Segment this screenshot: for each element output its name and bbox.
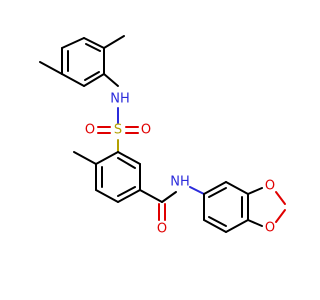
chemical-structure-diagram: NH O S O NH O O O — [39, 35, 286, 237]
bond-main-ring-1 — [117, 151, 141, 165]
bond-dioxole-o-ch2-bottom — [275, 209, 286, 223]
amide-nh-label: NH — [170, 175, 190, 190]
bond-dioxole-o-ch2-top — [275, 191, 286, 205]
bond-methyl-main-ring — [73, 151, 97, 165]
sulfur-label: S — [114, 123, 122, 138]
bond-top-ring-5 — [61, 73, 85, 87]
bond-dioxole-ring-4 — [225, 219, 249, 233]
bond-methyl-ortho — [103, 35, 125, 49]
bond-carbonyl-to-amide-nh — [161, 191, 177, 203]
dioxole-o-bottom-label: O — [265, 221, 275, 236]
bond-main-ring-4 — [95, 189, 119, 203]
bond-dioxole-ring-2 — [225, 181, 249, 195]
bond-main-ring-3 — [117, 189, 141, 203]
bond-main-ring-1-inner — [117, 157, 136, 169]
amide-o-label: O — [157, 222, 167, 237]
bond-methyl-para — [39, 61, 63, 75]
sulfonyl-o-right-label: O — [141, 123, 151, 138]
bond-amide-nh-to-ring — [189, 186, 205, 195]
sulfonamide-nh-label: NH — [110, 92, 130, 107]
bond-top-ring-4-inner — [84, 71, 100, 81]
bond-top-ring-2-inner — [85, 43, 101, 52]
bond-dioxole-ring-1 — [203, 181, 227, 195]
bond-top-ring-4 — [83, 73, 105, 87]
bond-main-ring-3-inner — [117, 186, 136, 197]
bond-layer — [39, 35, 286, 233]
bond-dioxole-c-o-top — [247, 187, 263, 195]
bond-ring-to-sulfonamide-nh — [103, 73, 119, 87]
bond-dioxole-ring-5-inner — [208, 216, 227, 227]
atom-label-layer: NH O S O NH O O O — [85, 90, 275, 237]
bond-main-ring-6 — [95, 151, 119, 165]
sulfonyl-o-left-label: O — [85, 123, 95, 138]
bond-top-ring-2 — [83, 37, 105, 49]
dioxole-o-top-label: O — [265, 179, 275, 194]
bond-dioxole-c-o-bottom — [247, 219, 263, 227]
bond-ring-to-carbonyl — [139, 189, 163, 203]
bond-top-ring-1 — [61, 37, 85, 49]
bond-dioxole-ring-1-inner — [208, 187, 227, 198]
bond-dioxole-ring-5 — [203, 219, 227, 233]
